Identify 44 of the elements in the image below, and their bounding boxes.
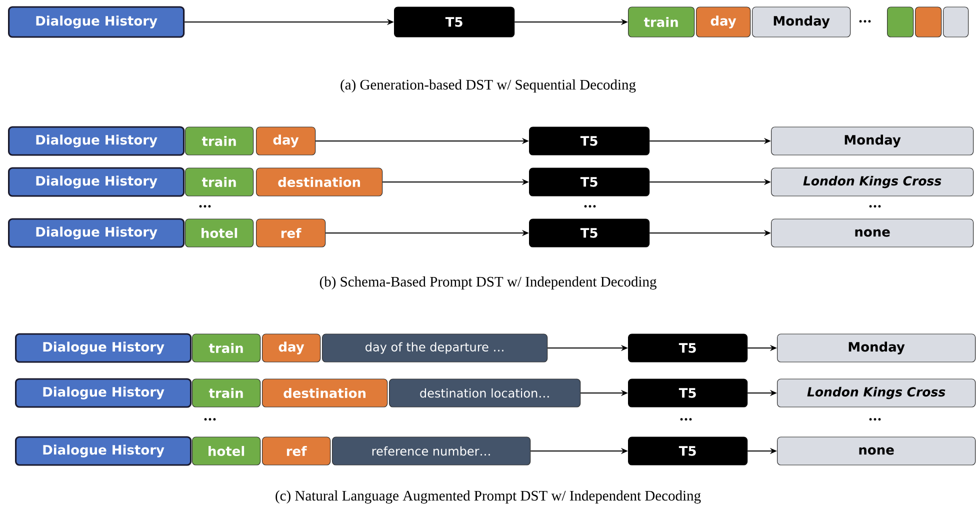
model-box: T5 — [529, 218, 650, 248]
model-box: T5 — [529, 126, 650, 156]
caption: (c) Natural Language Augmented Prompt DST w/ Independent Decoding — [276, 490, 701, 504]
domain-tag: hotel — [192, 436, 261, 466]
description-box: day of the departure … — [322, 334, 548, 362]
token-box — [887, 6, 914, 38]
model-box: T5 — [628, 334, 748, 362]
domain-tag: hotel — [185, 218, 254, 248]
value-box: none — [771, 218, 974, 248]
slot-tag: ref — [262, 436, 331, 466]
history-box: Dialogue History — [15, 436, 192, 466]
model-box: T5 — [394, 6, 515, 38]
domain-tag: train — [185, 126, 254, 156]
value-box: Monday — [771, 126, 974, 156]
slot-tag: day — [696, 6, 751, 38]
history-box: Dialogue History — [8, 167, 185, 197]
history-box: Dialogue History — [15, 333, 192, 363]
token-box — [943, 6, 969, 38]
value-box: Monday — [752, 6, 851, 38]
history-box: Dialogue History — [15, 378, 192, 408]
value-box: London Kings Cross — [771, 168, 974, 196]
history-box: Dialogue History — [8, 6, 185, 38]
slot-tag: day — [256, 126, 316, 156]
value-box: Monday — [777, 334, 976, 362]
history-box: Dialogue History — [8, 126, 185, 156]
domain-tag: train — [192, 378, 261, 408]
caption: (b) Schema-Based Prompt DST w/ Independent Decoding — [320, 276, 656, 290]
value-box: London Kings Cross — [777, 378, 976, 408]
model-box: T5 — [628, 436, 748, 466]
description-box: destination location… — [389, 378, 581, 408]
description-box: reference number… — [332, 436, 531, 466]
slot-tag: day — [262, 334, 321, 362]
caption: (a) Generation-based DST w/ Sequential Decoding — [340, 79, 636, 93]
slot-tag: ref — [256, 218, 326, 248]
model-box: T5 — [628, 378, 748, 408]
model-box: T5 — [529, 168, 650, 196]
domain-tag: train — [185, 168, 254, 196]
domain-tag: train — [192, 334, 261, 362]
value-box: none — [777, 436, 976, 466]
slot-tag: destination — [262, 378, 388, 408]
history-box: Dialogue History — [8, 218, 185, 248]
token-box — [915, 6, 942, 38]
slot-tag: destination — [256, 168, 383, 196]
domain-tag: train — [628, 6, 695, 38]
